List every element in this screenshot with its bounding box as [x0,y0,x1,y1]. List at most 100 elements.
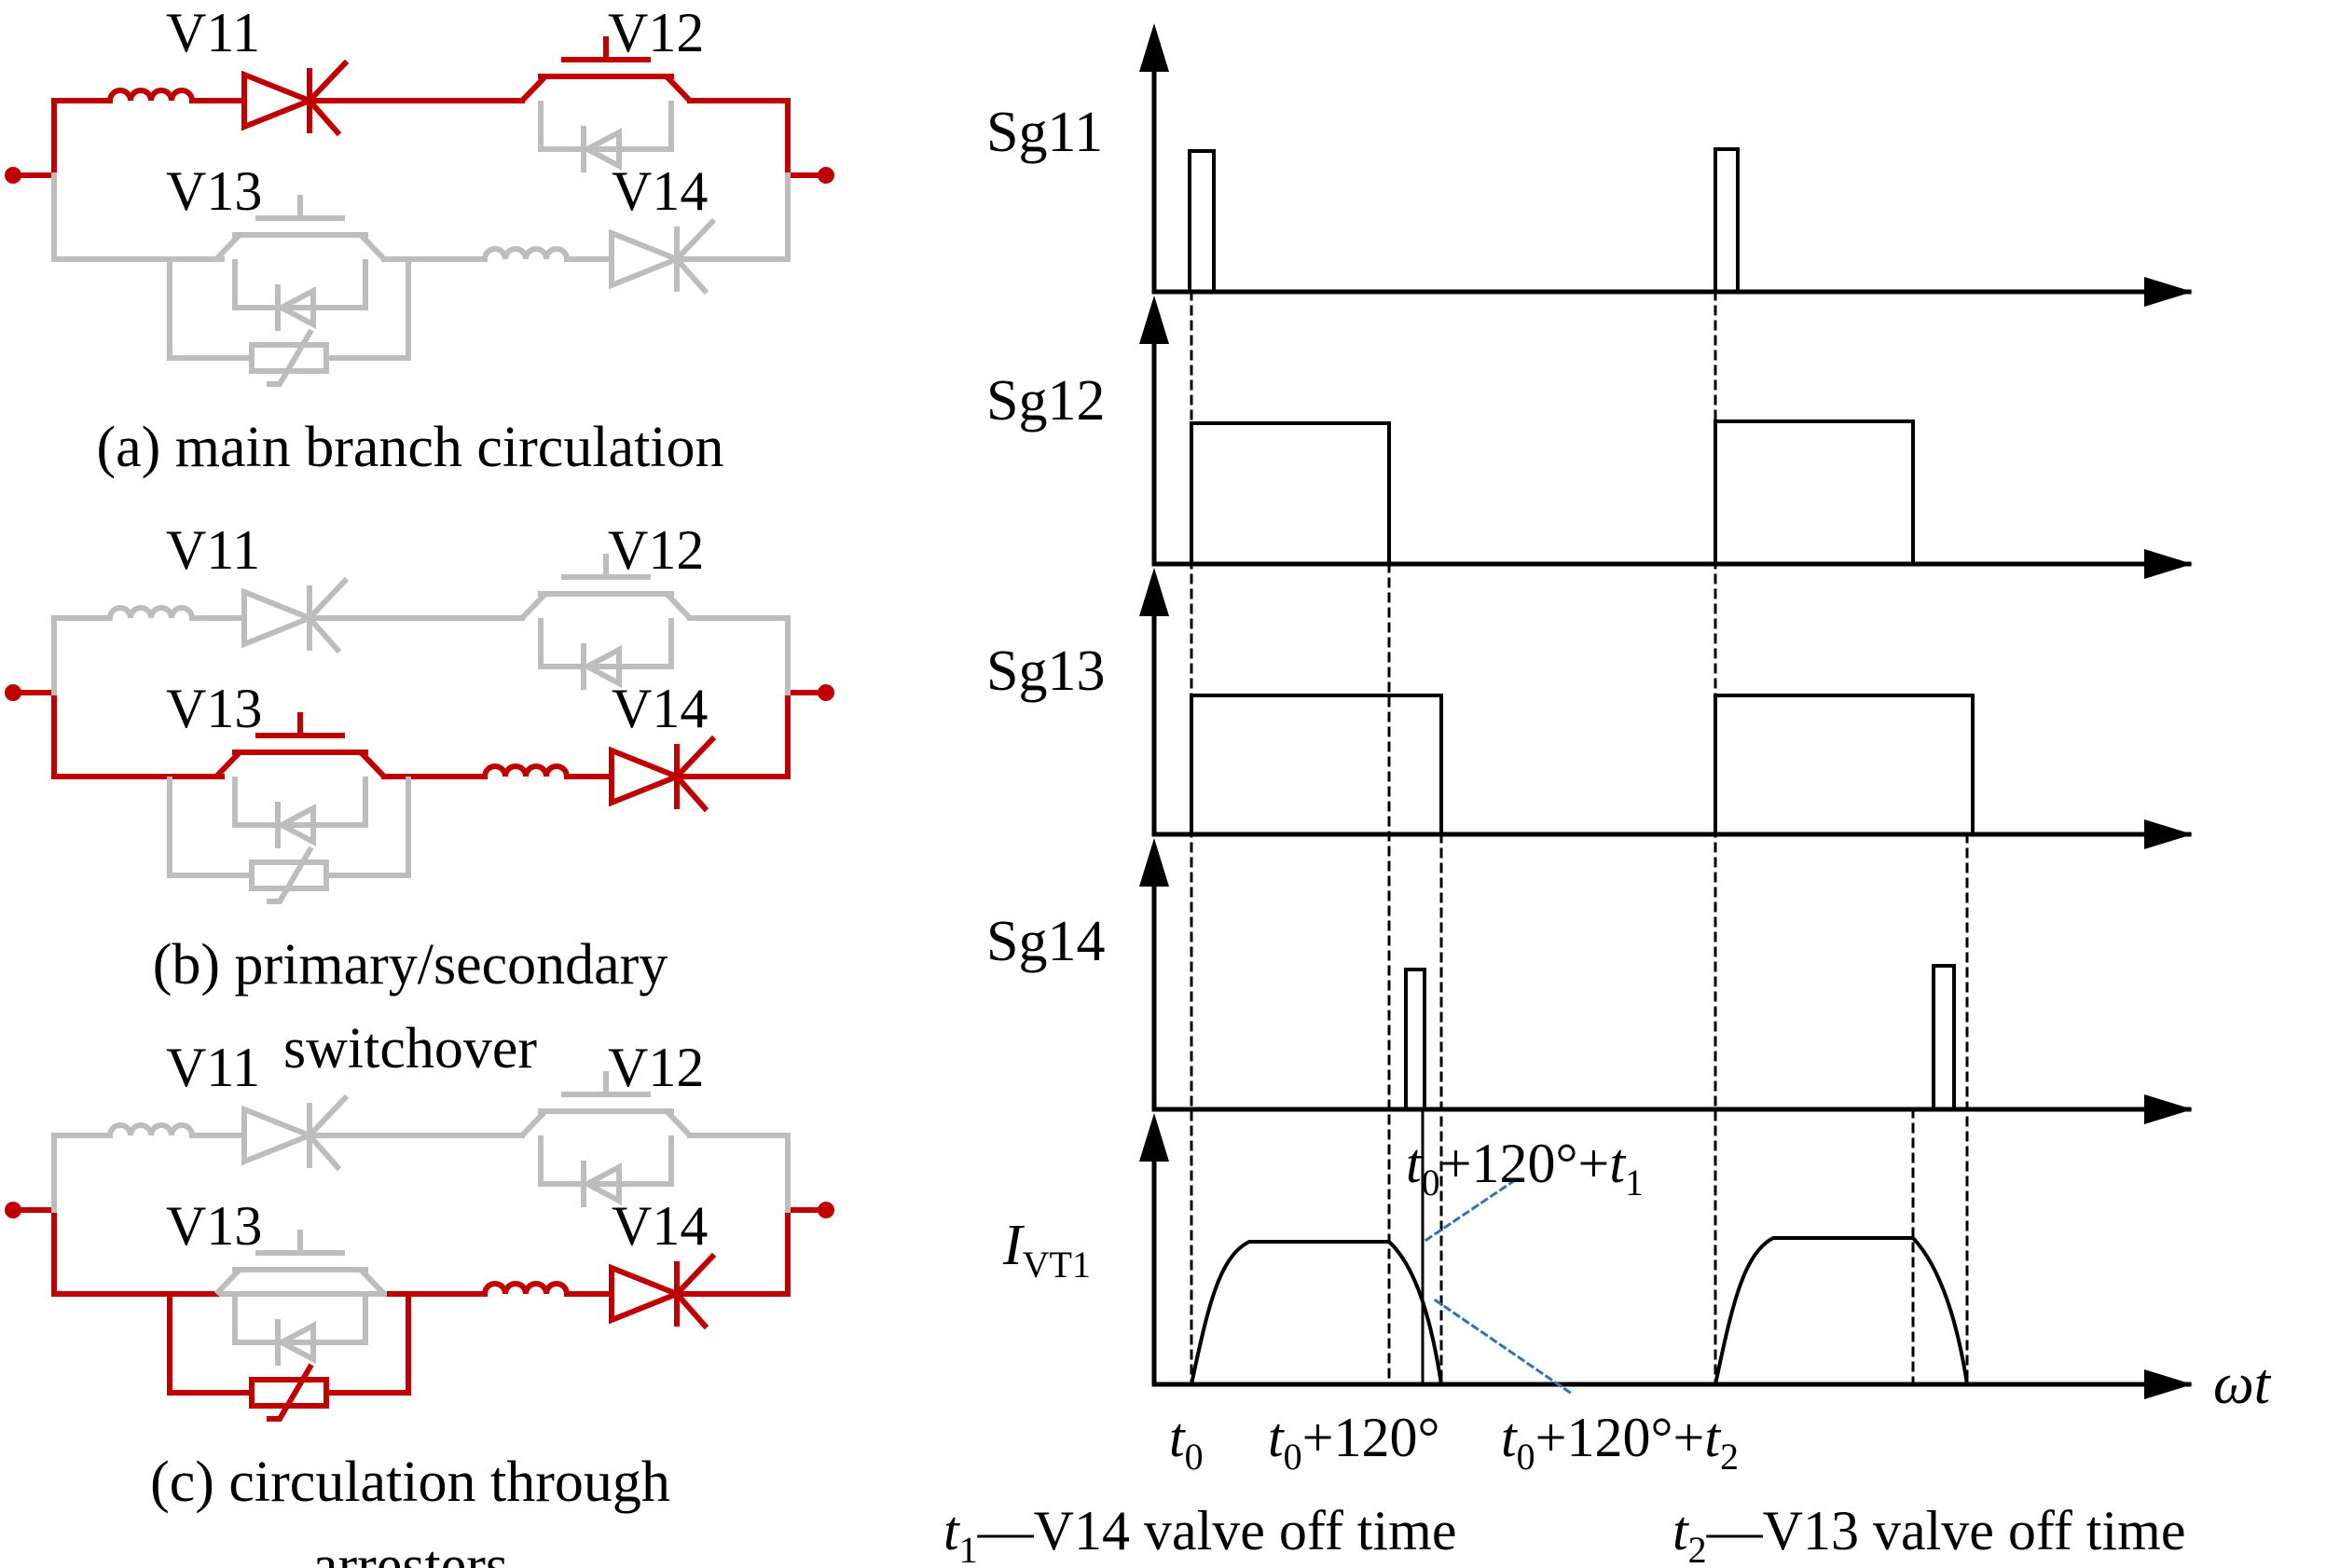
current-label-sub: VT1 [1023,1244,1091,1286]
tick-t0-120-t2-rest: +120°+ [1535,1407,1705,1468]
signal-label-sg14: Sg14 [986,910,1105,973]
inductor-icon [107,1122,195,1136]
igbt-lead [519,591,548,621]
note-t2: t2—V13 valve off time [1672,1500,2185,1568]
thyristor-icon [241,576,350,654]
thyristor-triangle [241,70,318,131]
valve-label-v11: V11 [166,519,260,581]
thyristor-triangle [241,587,318,649]
thyristor-icon [609,1252,717,1330]
igbt-lead [664,591,693,621]
thyristor-gate-tail [305,1131,342,1172]
valve-label-v12: V12 [608,519,704,581]
axis-arrow-icon [2144,1094,2193,1124]
anti-parallel-diode-icon [232,777,368,848]
arrester-icon [249,328,329,387]
thyristor-icon [241,59,350,137]
note-t1: t1—V14 valve off time [943,1500,1456,1568]
current-waveform [1190,1240,1443,1385]
anti-parallel-diode-icon [232,259,368,331]
diode-loop [232,777,368,828]
circuit-caption: arresters [312,1534,508,1568]
thyristor-gate [305,59,350,105]
tick-t0-120-t2-sub: 0 [1517,1436,1535,1478]
annotation-t0-120-t1-var2: t [1609,1133,1626,1194]
wire [785,101,826,178]
axis-arrow-icon [1139,568,1169,616]
valve-label-v14: V14 [612,160,708,222]
annotation-t0-120-t1: t0+120°+t1 [1406,1133,1644,1204]
igbt-lead [519,74,548,103]
wire [13,101,57,178]
annotation-leader [1424,1176,1521,1243]
diode-loop [538,1135,674,1187]
igbt-icon [213,195,387,262]
note-t2-sub: 2 [1688,1529,1707,1568]
tick-t0: t0 [1169,1407,1204,1478]
igbt-lead [519,1108,548,1138]
sg11-pulse [1188,149,1216,292]
inductor-icon [107,88,195,102]
thyristor-gate [305,1093,350,1140]
circuit-caption: switchover [283,1017,537,1080]
note-t2-text: —V13 valve off time [1706,1500,2186,1561]
tick-t0-120-var: t [1268,1407,1285,1468]
valve-label-v12: V12 [608,1037,704,1098]
valve-label-v13: V13 [166,160,262,222]
sg12-pulse [1714,420,1915,564]
circuit-caption: (c) circulation through [150,1451,670,1514]
circuit-caption: (a) main branch circulation [96,416,723,479]
igbt-lead [358,750,387,779]
current-waveform [1714,1236,1969,1385]
tick-t0-120-t2-var: t [1501,1407,1518,1468]
inductor-icon [107,605,195,619]
tick-t0-sub: 0 [1185,1436,1204,1478]
tick-t0-120-rest: +120° [1302,1407,1440,1468]
arrester-slash [267,846,314,904]
annotation-leader [1433,1298,1575,1396]
circuit-caption: (b) primary/secondary [153,933,668,997]
annotation-t0-120-t1-sub: 0 [1422,1162,1440,1204]
axis-arrow-icon [1139,296,1169,344]
axis-arrow-icon [1139,1113,1169,1162]
tick-t0-var: t [1169,1407,1186,1468]
wire [13,1207,57,1294]
igbt-icon [519,1071,693,1138]
sg14-pulse [1932,964,1956,1109]
thyristor-triangle [609,746,685,807]
igbt-lead [358,232,387,262]
thyristor-gate [672,217,717,264]
igbt-icon [213,712,387,779]
inductor-icon [482,1281,570,1295]
annotation-t0-120-t1-var: t [1406,1133,1423,1194]
wire [13,690,57,777]
signal-label-sg11: Sg11 [986,101,1103,164]
arrester-slash [267,328,314,387]
anti-parallel-diode-icon [538,618,674,690]
axis-arrow-icon [1139,23,1169,72]
thyristor-triangle [609,1263,685,1325]
tick-t0-120-sub: 0 [1284,1436,1302,1478]
axis-arrow-icon [2144,1369,2193,1399]
anti-parallel-diode-icon [232,1294,368,1366]
igbt-icon [519,554,693,621]
axis-arrow-icon [2144,277,2193,307]
sg13-pulse [1714,694,1975,834]
wire [785,690,826,777]
note-t1-sub: 1 [959,1529,978,1568]
valve-label-v13: V13 [166,1195,262,1257]
valve-label-v11: V11 [166,1037,260,1098]
x-axis-label: ωt [2213,1353,2272,1416]
thyristor-gate-tail [305,613,342,654]
axis-arrow-icon [1139,838,1169,887]
signal-label-sg12: Sg12 [986,369,1105,433]
valve-label-v11: V11 [166,2,260,63]
note-t2-var: t [1672,1500,1689,1561]
valve-label-v14: V14 [612,1195,708,1257]
diode-triangle [581,1162,622,1205]
diode-triangle [581,645,622,688]
thyristor-gate [305,576,350,623]
